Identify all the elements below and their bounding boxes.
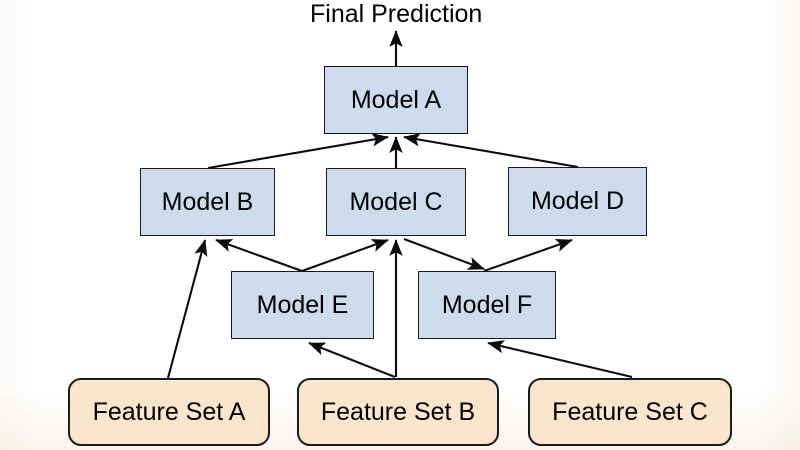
node-model-e[interactable]: Model E [231,271,374,339]
edge-feature-b-to-model-e [308,342,396,378]
node-model-c[interactable]: Model C [326,168,466,236]
node-label: Model D [530,187,625,215]
node-model-b[interactable]: Model B [140,168,275,236]
node-label: Feature Set A [92,397,246,426]
final-prediction-label: Final Prediction [310,0,483,28]
node-feature-b[interactable]: Feature Set B [297,378,499,446]
node-feature-c[interactable]: Feature Set C [528,378,732,446]
node-label: Feature Set B [320,397,476,426]
node-feature-a[interactable]: Feature Set A [68,378,270,446]
node-model-f[interactable]: Model F [418,271,556,339]
node-label: Model B [161,187,254,216]
node-label: Model C [349,187,443,216]
node-label: Model F [441,290,533,319]
edge-feature-c-to-model-f [487,340,633,379]
edge-model-c-to-model-f [403,238,485,270]
node-model-d[interactable]: Model D [508,167,647,236]
node-model-a[interactable]: Model A [324,66,468,134]
edge-model-e-to-model-b [215,239,303,272]
edge-model-f-to-model-d [483,238,573,272]
edge-model-d-to-model-a [403,133,579,169]
node-label: Model A [350,85,442,114]
node-label: Model E [256,290,349,319]
node-label: Feature Set C [552,397,708,426]
edge-model-b-to-model-a [207,133,389,170]
edge-model-e-to-model-c [301,239,389,272]
edge-feature-a-to-model-b [166,239,208,379]
